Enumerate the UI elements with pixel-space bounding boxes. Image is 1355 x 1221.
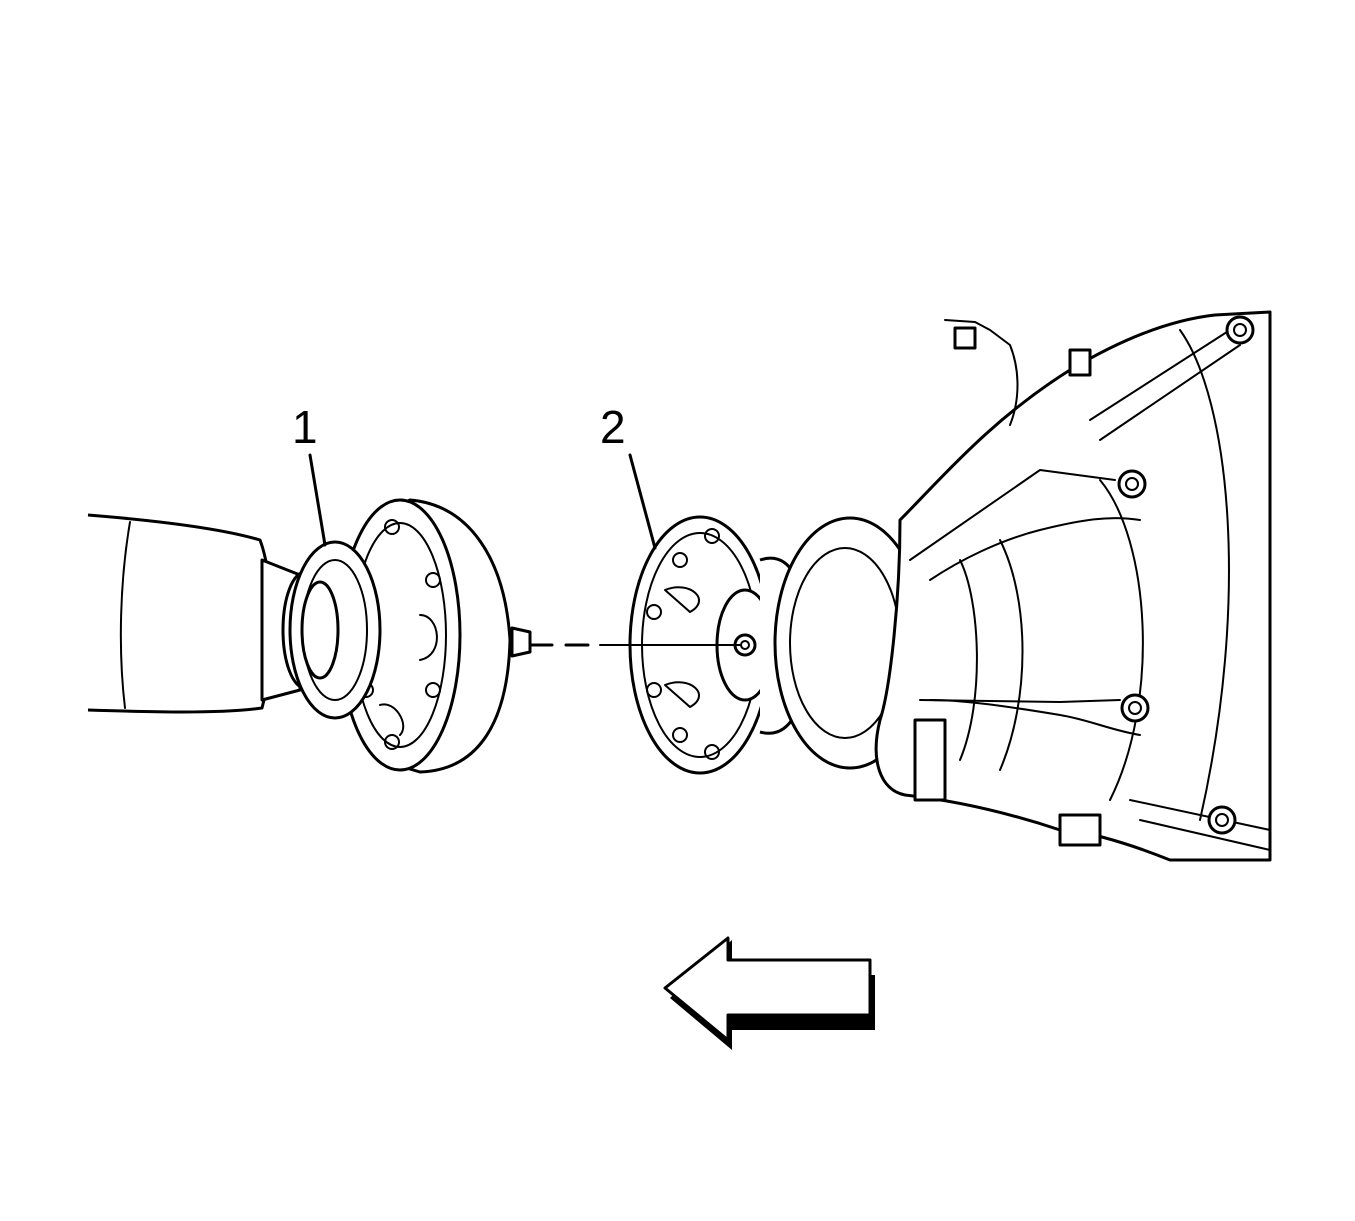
differential-housing [874,310,1272,862]
left-arrow-icon [663,936,875,1050]
callout-2: 2 [600,401,626,453]
callout-1: 1 [292,401,318,453]
cv-joint-flange [288,498,532,774]
leader-line-2 [628,453,657,550]
leader-line-1 [308,453,327,547]
